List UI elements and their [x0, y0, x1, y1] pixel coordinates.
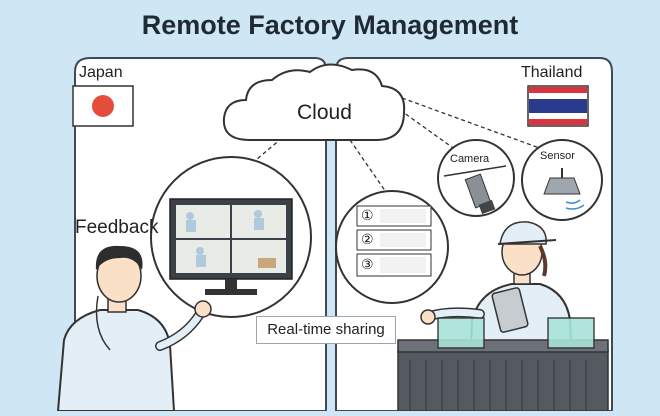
- realtime-sharing-label: Real-time sharing: [256, 316, 396, 344]
- camera-label: Camera: [450, 153, 490, 165]
- japan-flag: [72, 85, 134, 127]
- conveyor: [397, 317, 609, 412]
- step-3-number: ③: [361, 256, 374, 272]
- camera-icon: [464, 173, 496, 215]
- step-2-number: ②: [361, 231, 374, 247]
- thailand-label: Thailand: [521, 64, 583, 81]
- monitor-circle: [150, 156, 312, 318]
- procedure-circle: [335, 190, 449, 304]
- camera-circle: [437, 139, 515, 217]
- japan-label: Japan: [79, 64, 123, 81]
- sensor-icon: [543, 168, 585, 210]
- page-title: Remote Factory Management: [141, 10, 519, 40]
- cloud-icon: [222, 63, 406, 141]
- step-1-number: ①: [361, 207, 374, 223]
- sensor-label: Sensor: [540, 150, 575, 162]
- feedback-label: Feedback: [75, 217, 159, 238]
- thailand-flag: [527, 85, 589, 127]
- sensor-circle: [521, 139, 603, 221]
- japan-worker: [56, 245, 212, 412]
- cloud-label: Cloud: [297, 101, 352, 124]
